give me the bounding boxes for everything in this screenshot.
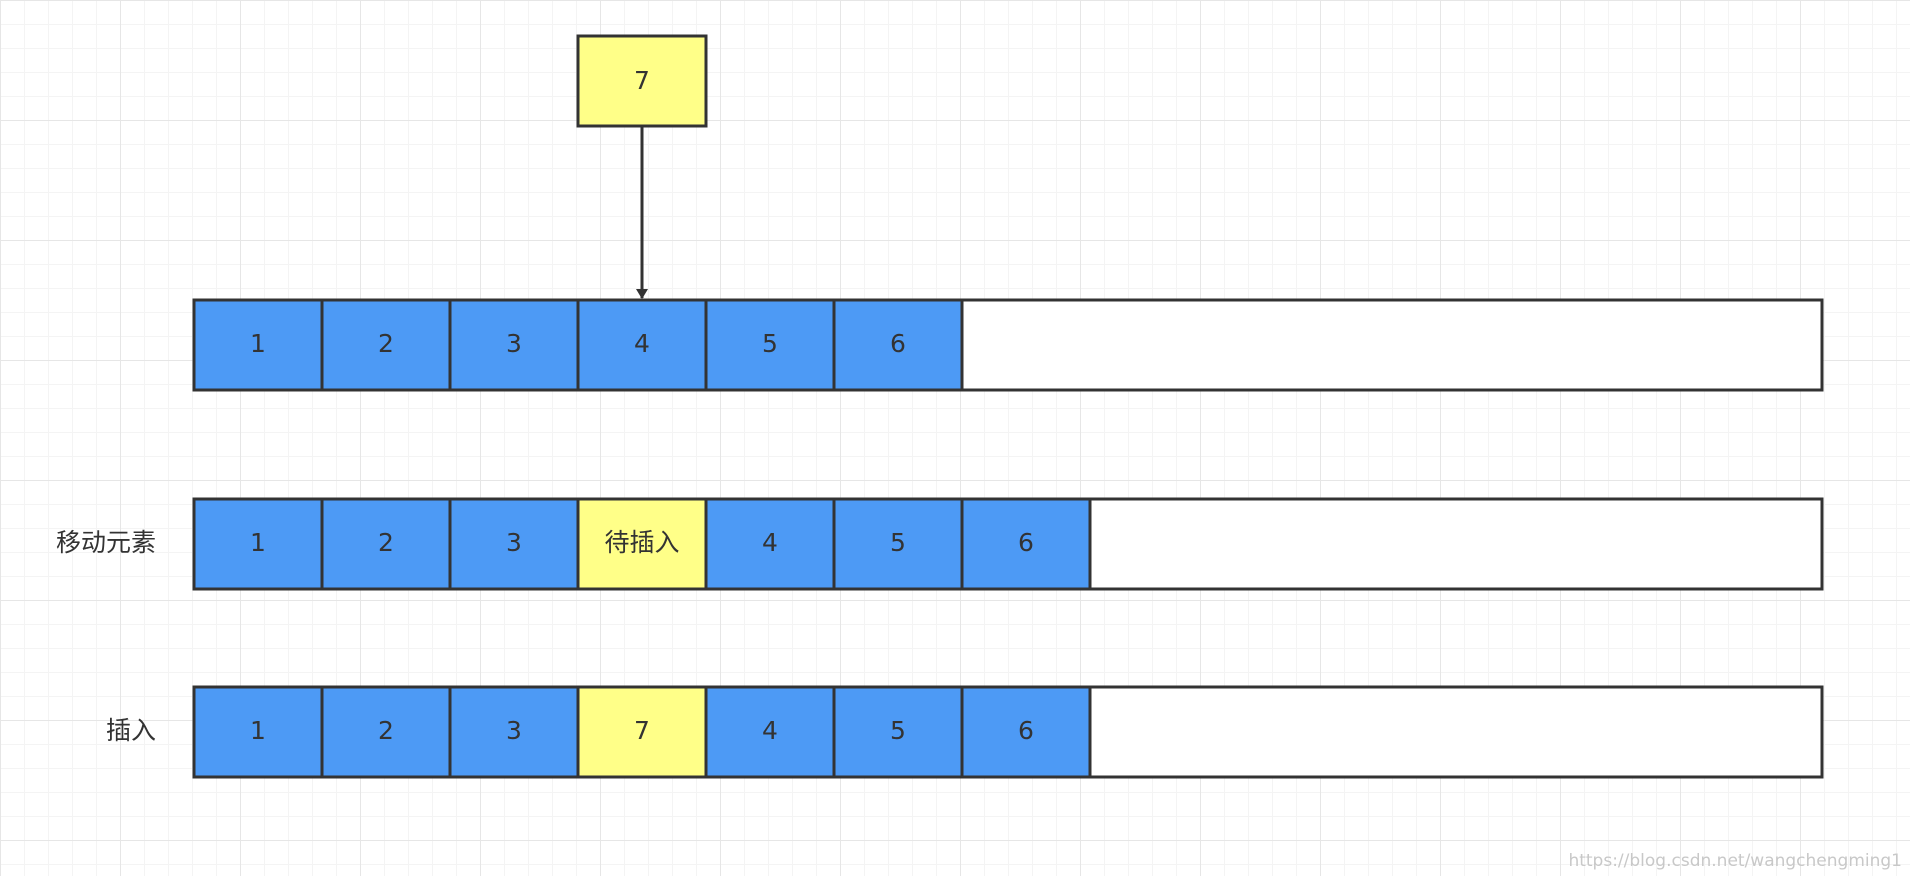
array-cell-value: 5 [890,716,906,745]
array-cell-value: 3 [506,716,522,745]
array-cell-value: 1 [250,528,266,557]
array-cell [832,685,964,779]
array-cell-value: 3 [506,528,522,557]
array-row: 插入 1 2 3 7 4 5 6 [106,685,1824,779]
array-cell [192,685,324,779]
array-cell-value: 1 [250,716,266,745]
array-cell [448,685,580,779]
new-element-rect [576,34,708,128]
array-cell-value: 6 [1018,528,1034,557]
array-cell-value: 待插入 [604,528,679,557]
array-cell-value: 2 [378,716,394,745]
array-cell-value: 2 [378,528,394,557]
array-cell-highlight [576,497,708,591]
array-cell-value: 4 [634,329,650,358]
array-cell [832,497,964,591]
array-cell-value: 4 [762,528,778,557]
array-cell [192,298,324,392]
row-label: 插入 [106,716,156,745]
array-cell [960,685,1092,779]
array-rows: 1 2 3 4 5 6 移动元素 1 2 3 待插入 4 5 6 插入 1 2 3 7 4 5 6 [56,298,1824,779]
new-element-box: 7 [576,34,708,128]
array-cell-value: 1 [250,329,266,358]
array-cell-value: 6 [1018,716,1034,745]
array-cell-value: 5 [762,329,778,358]
array-row: 移动元素 1 2 3 待插入 4 5 6 [56,497,1824,591]
array-cell [960,497,1092,591]
array-cell-value: 6 [890,329,906,358]
watermark: https://blog.csdn.net/wangchengming1 [1568,851,1902,871]
array-cell-value: 7 [634,716,650,745]
array-cell-value: 3 [506,329,522,358]
array-cell [320,685,452,779]
array-cell [704,497,836,591]
array-cell-value: 2 [378,329,394,358]
array-cell-value: 4 [762,716,778,745]
array-cell [832,298,964,392]
array-cell-value: 5 [890,528,906,557]
array-row: 1 2 3 4 5 6 [192,298,1824,392]
array-cell-highlight [576,685,708,779]
row-label: 移动元素 [56,528,156,557]
new-element-label: 7 [634,66,650,95]
array-cell [320,497,452,591]
array-cell [192,497,324,591]
